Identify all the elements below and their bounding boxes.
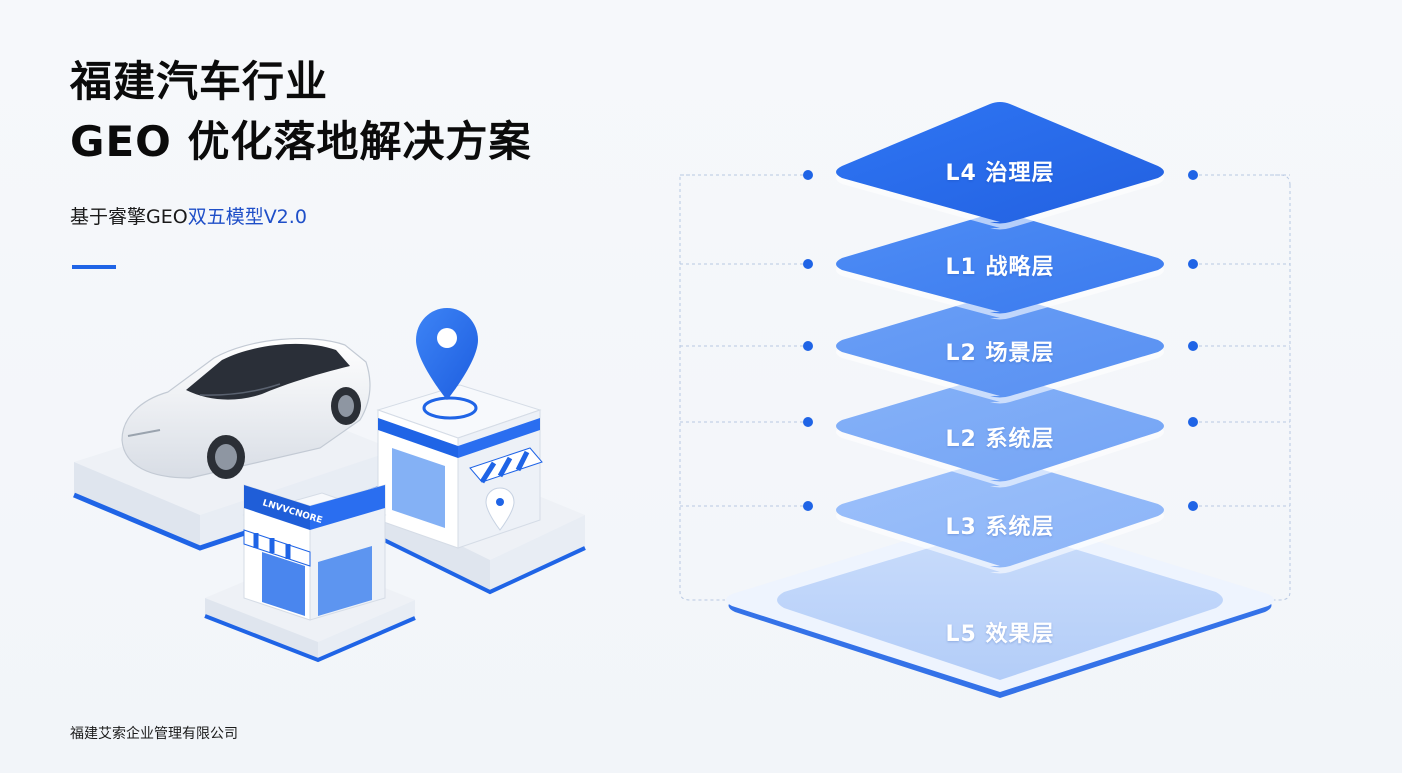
layer-l1-diamond xyxy=(836,212,1164,320)
small-pin-icon xyxy=(485,487,515,531)
layer-label-l4-governance: L4 治理层 xyxy=(945,161,1055,186)
layer-base-plate xyxy=(726,513,1274,698)
layer-label-l3-system: L3 系统层 xyxy=(945,515,1055,540)
layer-l2b-diamond xyxy=(836,374,1164,488)
subtitle-highlight: 双五模型V2.0 xyxy=(187,206,307,228)
accent-bar xyxy=(72,265,116,269)
subtitle: 基于睿擎GEO双五模型V2.0 xyxy=(70,202,307,229)
company-footer: 福建艾索企业管理有限公司 xyxy=(70,726,238,742)
layer-l3-diamond xyxy=(836,458,1164,574)
page-title-line2: GEO 优化落地解决方案 xyxy=(70,117,532,166)
title-block: 福建汽车行业 GEO 优化落地解决方案 xyxy=(70,52,532,172)
location-pin-icon xyxy=(416,308,478,400)
front-store-building xyxy=(242,484,387,621)
layer-label-l2-system: L2 系统层 xyxy=(945,427,1055,452)
layer-label-l1-strategy: L1 战略层 xyxy=(945,255,1055,280)
layer-l2a-diamond xyxy=(836,294,1164,404)
layer-label-l2-scenario: L2 场景层 xyxy=(945,341,1055,366)
connector-lines xyxy=(679,174,1291,601)
layer-l4-diamond xyxy=(836,102,1164,230)
store-building-back xyxy=(376,384,543,549)
layer-label-l5-effect: L5 效果层 xyxy=(945,622,1055,647)
page-title-line1: 福建汽车行业 xyxy=(70,57,329,106)
subtitle-prefix: 基于睿擎GEO xyxy=(70,206,188,228)
car-icon xyxy=(121,337,371,479)
connector-dots xyxy=(803,170,1198,511)
